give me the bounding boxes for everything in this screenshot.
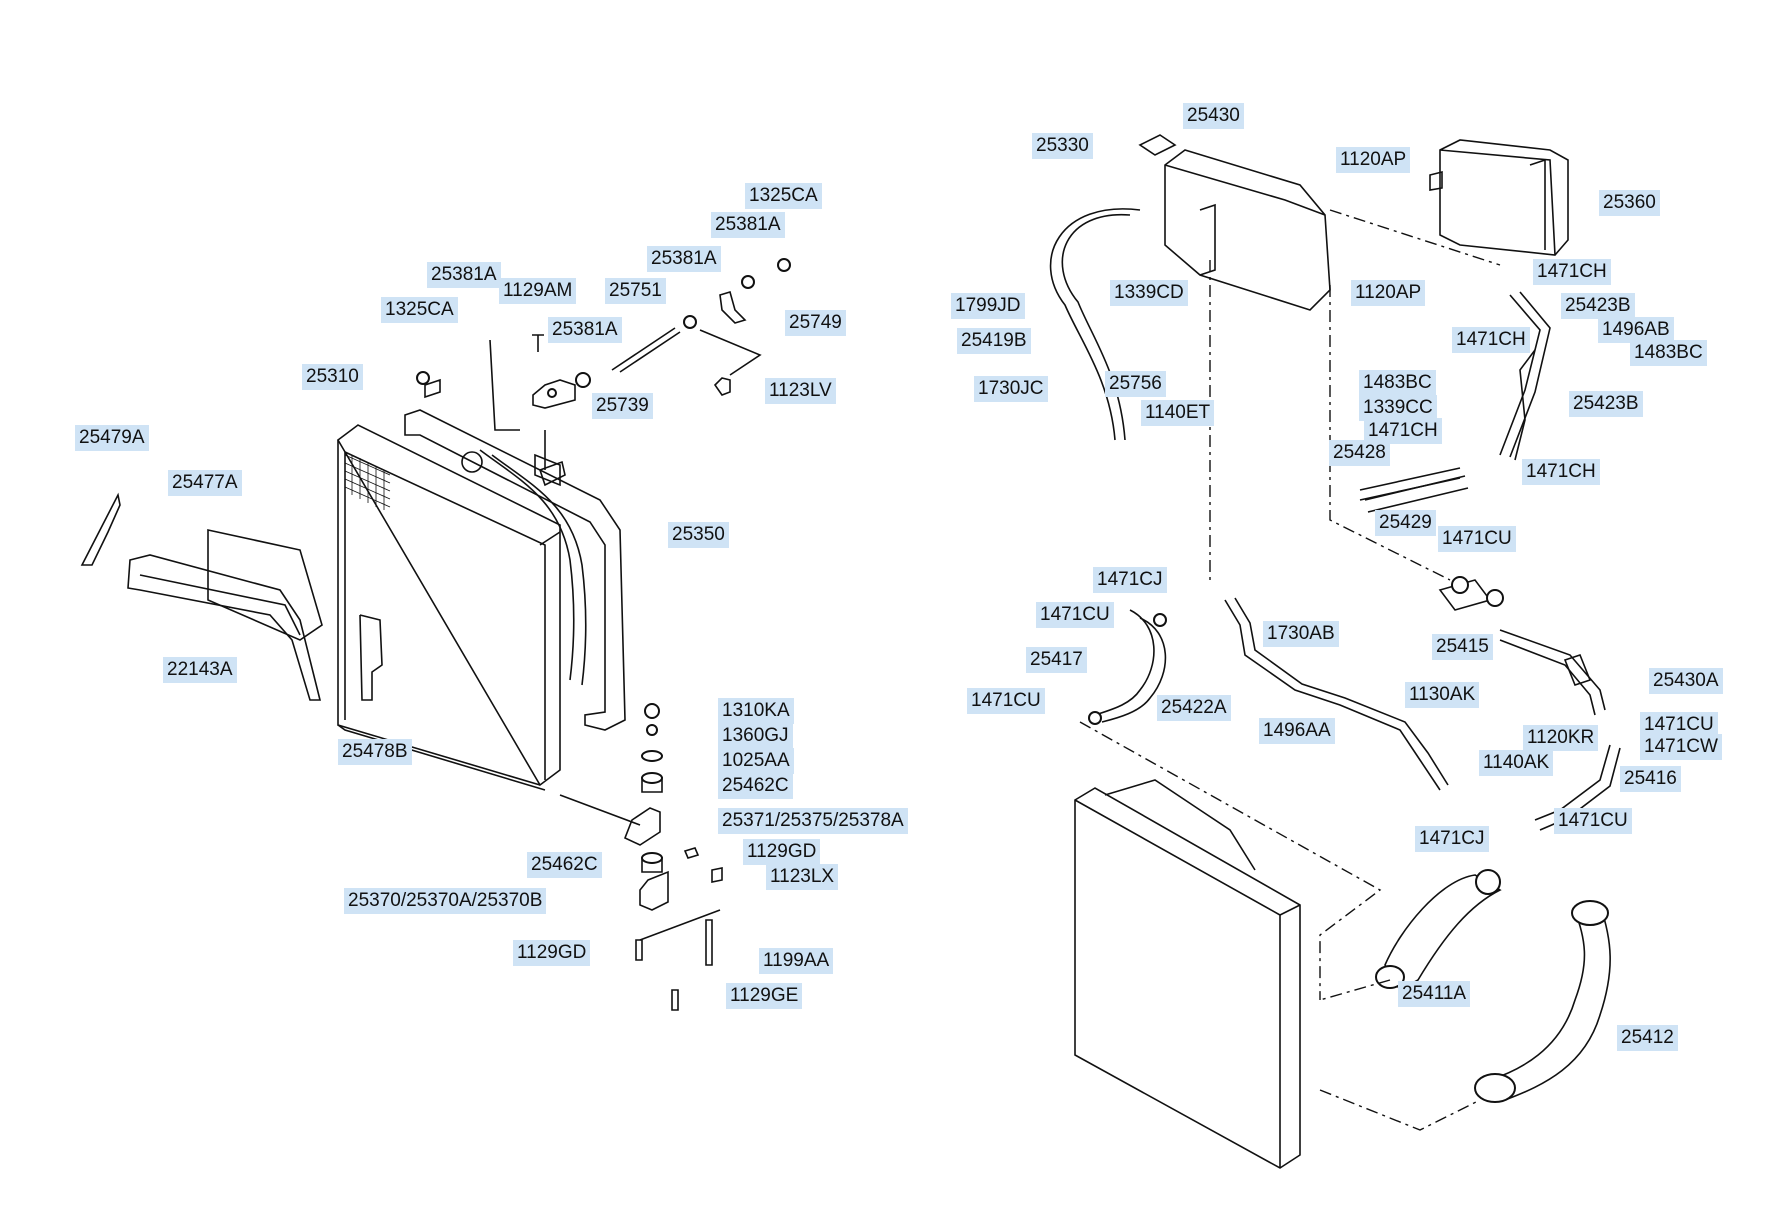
label-1325CA[interactable]: 1325CA	[381, 297, 458, 323]
label-25417[interactable]: 25417	[1026, 647, 1087, 673]
label-25462C[interactable]: 25462C	[718, 773, 793, 799]
label-1730AB[interactable]: 1730AB	[1263, 621, 1339, 647]
label-25330[interactable]: 25330	[1032, 133, 1093, 159]
label-22143A[interactable]: 22143A	[163, 657, 237, 683]
label-1471CH[interactable]: 1471CH	[1533, 259, 1611, 285]
label-25428[interactable]: 25428	[1329, 440, 1390, 466]
label-25310[interactable]: 25310	[302, 364, 363, 390]
label-25381A[interactable]: 25381A	[711, 212, 785, 238]
label-1471CW[interactable]: 1471CW	[1640, 734, 1722, 760]
label-1325CA[interactable]: 1325CA	[745, 183, 822, 209]
overflow-tank	[1429, 139, 1569, 256]
label-25412[interactable]: 25412	[1617, 1025, 1678, 1051]
label-1123LX[interactable]: 1123LX	[766, 864, 839, 890]
label-25430[interactable]: 25430	[1183, 103, 1244, 129]
label-1496AB[interactable]: 1496AB	[1598, 317, 1674, 343]
label-1199AA[interactable]: 1199AA	[759, 948, 834, 974]
label-25751[interactable]: 25751	[605, 278, 666, 304]
label-1360GJ[interactable]: 1360GJ	[718, 723, 793, 749]
label-25749[interactable]: 25749	[785, 310, 846, 336]
label-25371-25375-25378A[interactable]: 25371/25375/25378A	[718, 808, 908, 834]
label-1496AA[interactable]: 1496AA	[1259, 718, 1335, 744]
top-mount-hardware	[416, 258, 791, 487]
label-25462C[interactable]: 25462C	[527, 852, 602, 878]
label-25477A[interactable]: 25477A	[168, 470, 242, 496]
lower-mount-hardware	[559, 703, 723, 1011]
label-1730JC[interactable]: 1730JC	[974, 376, 1048, 402]
label-1339CD[interactable]: 1339CD	[1110, 280, 1188, 306]
label-1471CU[interactable]: 1471CU	[967, 688, 1045, 714]
radiator-hoses	[1375, 869, 1611, 1103]
label-25381A[interactable]: 25381A	[647, 246, 721, 272]
label-1123LV[interactable]: 1123LV	[765, 378, 836, 404]
label-1120AP[interactable]: 1120AP	[1336, 147, 1411, 173]
label-25739[interactable]: 25739	[592, 393, 653, 419]
label-1471CU[interactable]: 1471CU	[1554, 808, 1632, 834]
label-25350[interactable]: 25350	[668, 522, 729, 548]
label-25419B[interactable]: 25419B	[957, 328, 1031, 354]
label-25411A[interactable]: 25411A	[1398, 981, 1471, 1007]
label-1471CH[interactable]: 1471CH	[1452, 327, 1530, 353]
label-1799JD[interactable]: 1799JD	[951, 293, 1025, 319]
label-1471CJ[interactable]: 1471CJ	[1093, 567, 1167, 593]
label-1120KR[interactable]: 1120KR	[1523, 725, 1599, 751]
label-25381A[interactable]: 25381A	[548, 317, 622, 343]
label-25422A[interactable]: 25422A	[1157, 695, 1231, 721]
label-1129GD[interactable]: 1129GD	[513, 940, 591, 966]
label-25429[interactable]: 25429	[1375, 510, 1436, 536]
fan-shroud	[404, 409, 626, 731]
label-1129AM[interactable]: 1129AM	[499, 278, 577, 304]
hose-pipes	[1049, 208, 1621, 831]
side-brackets	[80, 492, 323, 701]
label-1471CH[interactable]: 1471CH	[1522, 459, 1600, 485]
label-25381A[interactable]: 25381A	[427, 262, 501, 288]
label-1129GD[interactable]: 1129GD	[743, 839, 821, 865]
label-25756[interactable]: 25756	[1105, 371, 1166, 397]
radiator-core	[336, 424, 561, 791]
label-25423B[interactable]: 25423B	[1569, 391, 1643, 417]
label-25423B[interactable]: 25423B	[1561, 293, 1635, 319]
label-1471CU[interactable]: 1471CU	[1036, 602, 1114, 628]
label-1130AK[interactable]: 1130AK	[1405, 682, 1480, 708]
label-1129GE[interactable]: 1129GE	[726, 983, 803, 1009]
label-25370-25370A-25370B[interactable]: 25370/25370A/25370B	[344, 888, 547, 914]
label-1471CU[interactable]: 1471CU	[1438, 526, 1516, 552]
label-1471CJ[interactable]: 1471CJ	[1415, 826, 1489, 852]
label-25416[interactable]: 25416	[1620, 766, 1681, 792]
label-1025AA[interactable]: 1025AA	[718, 748, 794, 774]
label-1140AK[interactable]: 1140AK	[1479, 750, 1554, 776]
label-25479A[interactable]: 25479A	[75, 425, 149, 451]
radiator-right	[1074, 779, 1301, 1169]
label-1471CU[interactable]: 1471CU	[1640, 712, 1718, 738]
label-1483BC[interactable]: 1483BC	[1630, 340, 1707, 366]
label-1120AP[interactable]: 1120AP	[1351, 280, 1426, 306]
label-1339CC[interactable]: 1339CC	[1359, 395, 1437, 421]
label-1471CH[interactable]: 1471CH	[1364, 418, 1442, 444]
label-1310KA[interactable]: 1310KA	[718, 698, 794, 724]
label-25415[interactable]: 25415	[1432, 634, 1493, 660]
label-1140ET[interactable]: 1140ET	[1141, 400, 1215, 426]
label-1483BC[interactable]: 1483BC	[1359, 370, 1436, 396]
label-25430A[interactable]: 25430A	[1649, 668, 1723, 694]
label-25478B[interactable]: 25478B	[338, 739, 412, 765]
label-25360[interactable]: 25360	[1599, 190, 1660, 216]
